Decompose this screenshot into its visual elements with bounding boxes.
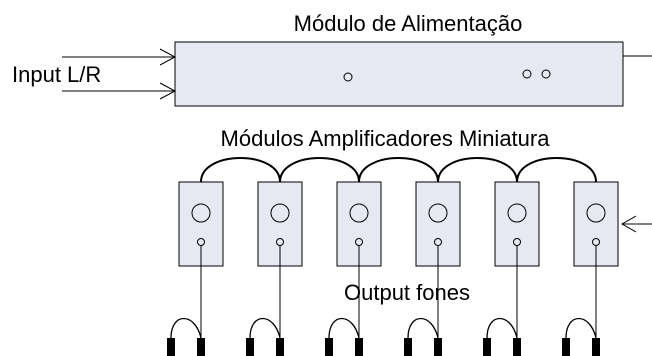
amp-module-jack (355, 238, 363, 246)
module-links (200, 157, 597, 183)
headphone-plug (276, 338, 284, 356)
module-link-arc (200, 157, 281, 183)
headphone-plug (434, 338, 442, 356)
input-arrow-left (62, 48, 177, 66)
headphone-plug (562, 338, 570, 356)
power-module-title: Módulo de Alimentação (294, 11, 523, 36)
power-module-indicator (522, 69, 532, 79)
amp-module-jack (513, 238, 521, 246)
headphones (167, 246, 600, 356)
amp-modules-title: Módulos Amplificadores Miniatura (221, 126, 551, 151)
power-module-box (174, 41, 624, 107)
module-link-arc (516, 157, 597, 183)
headphone-plug (513, 338, 521, 356)
power-module-indicator (541, 69, 551, 79)
input-arrow-right (62, 82, 177, 100)
amp-modules (178, 181, 619, 267)
amp-module-knob (270, 203, 290, 223)
headphone-plug (483, 338, 491, 356)
headphone-band (328, 318, 360, 339)
headphone-plug (592, 338, 600, 356)
module-link-arc (358, 157, 439, 183)
amp-module-jack (197, 238, 205, 246)
headphone-plug (197, 338, 205, 356)
input-label: Input L/R (12, 62, 101, 87)
headphone-plug (246, 338, 254, 356)
module-link-arc (437, 157, 518, 183)
headphone-band (486, 318, 518, 339)
amp-module-knob (428, 203, 448, 223)
amp-module-jack (276, 238, 284, 246)
headphone-plug (355, 338, 363, 356)
headphone-plug (325, 338, 333, 356)
headphone-plug (404, 338, 412, 356)
amp-module-knob (507, 203, 527, 223)
headphone-plug (167, 338, 175, 356)
amp-module-knob (586, 203, 606, 223)
amp-module-knob (191, 203, 211, 223)
headphone-band (170, 318, 202, 339)
module-input-arrow (620, 215, 652, 233)
headphone-band (565, 318, 597, 339)
power-module-indicator (343, 72, 353, 82)
amp-module-knob (349, 203, 369, 223)
headphone-band (407, 318, 439, 339)
module-link-arc (279, 157, 360, 183)
output-label: Output fones (344, 280, 470, 305)
amp-module-jack (434, 238, 442, 246)
amp-module-jack (592, 238, 600, 246)
headphone-band (249, 318, 281, 339)
